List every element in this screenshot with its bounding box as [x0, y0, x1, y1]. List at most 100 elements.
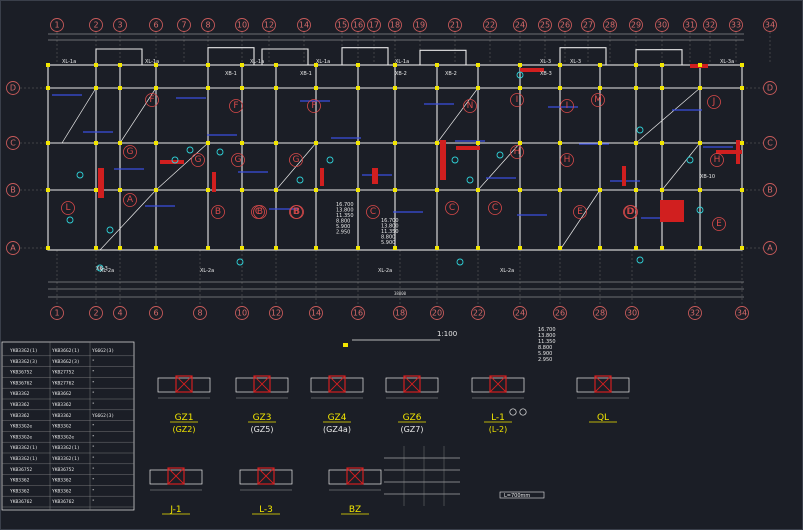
room-letter: L — [65, 203, 70, 213]
room-bubble — [145, 93, 159, 107]
wall-section — [310, 377, 364, 393]
axis-bubble — [703, 18, 717, 32]
column-marker — [118, 63, 122, 67]
detail-name: GZ4 — [328, 413, 347, 423]
slab-schedule-table: YKB33G2(1)YKB36G2(1)YG6G2(3)YKB33G2(3)YK… — [1, 341, 135, 511]
slab-markers — [66, 71, 704, 272]
column-marker — [206, 63, 210, 67]
table-cell: YKB33G2(1) — [10, 445, 38, 451]
column-marker — [154, 246, 158, 250]
axis-number: 30 — [627, 309, 637, 318]
table-cell: YKB36G2(3) — [52, 359, 80, 365]
wall-section — [576, 377, 630, 393]
column-marker — [314, 188, 318, 192]
beam-label: XB-10 — [700, 174, 715, 180]
column-core — [489, 375, 507, 393]
core-hatch — [167, 467, 185, 485]
table-cell: YG6G2(3) — [92, 413, 114, 419]
core-hatch — [346, 467, 364, 485]
column-marker — [435, 246, 439, 250]
axis-number: 24 — [515, 309, 525, 318]
column-core — [594, 375, 612, 393]
axis-bubble — [149, 306, 163, 320]
column-marker — [118, 141, 122, 145]
column-marker — [393, 86, 397, 90]
room-bubble — [253, 205, 267, 219]
slab-span-diagonal — [477, 142, 521, 191]
axis-number: 12 — [264, 21, 274, 30]
table-cell: YKB33G2e — [10, 434, 32, 440]
table-cell: " — [92, 370, 95, 376]
rebar-ring — [519, 408, 527, 416]
room-bubble — [229, 99, 243, 113]
column-marker — [476, 246, 480, 250]
axis-number: 20 — [432, 309, 442, 318]
slab-span-diagonal — [119, 87, 157, 144]
room-bubble — [211, 205, 225, 219]
elevation-value: 11.350 — [381, 229, 399, 235]
column-marker — [356, 188, 360, 192]
table-cell: YKB36752 — [10, 467, 32, 473]
red-wall-segment — [456, 146, 480, 150]
column-marker — [634, 246, 638, 250]
slab-marker-circle — [636, 256, 644, 264]
table-cell: " — [92, 434, 95, 440]
room-letter: N — [467, 101, 474, 111]
axis-bubble — [89, 306, 103, 320]
column-marker — [154, 188, 158, 192]
elevation-value: 13.800 — [381, 224, 399, 230]
column-marker — [598, 188, 602, 192]
column-marker — [393, 141, 397, 145]
room-letter: E — [577, 207, 583, 217]
beam-label: XL-1a — [395, 59, 409, 65]
room-letter: F — [233, 101, 238, 111]
table-cell: YKB3362 — [52, 402, 72, 408]
column-marker — [154, 63, 158, 67]
column-marker — [558, 86, 562, 90]
elevation-value: 8.800 — [538, 345, 552, 351]
room-bubble — [307, 99, 321, 113]
column-marker — [356, 246, 360, 250]
red-wall-segment — [320, 168, 324, 186]
table-cell: YKB36762 — [10, 499, 32, 505]
wall-section — [235, 377, 289, 393]
elevation-value: 2.950 — [336, 230, 350, 236]
axis-number: 6 — [153, 21, 158, 30]
axis-number: 15 — [337, 21, 347, 30]
beam-label: XB-1 — [300, 71, 312, 77]
slab-marker-circle — [106, 226, 114, 234]
column-marker — [740, 188, 744, 192]
column-marker — [558, 63, 562, 67]
rebar-ring — [509, 408, 517, 416]
axis-number: 26 — [560, 21, 570, 30]
table-cell: YKB36762 — [52, 499, 74, 505]
elevation-value: 8.800 — [381, 235, 395, 241]
axis-number: 18 — [390, 21, 400, 30]
detail-name: GZ1 — [175, 413, 194, 423]
lintel-note-box — [499, 491, 545, 499]
axis-bubble — [6, 136, 20, 150]
room-bubble — [710, 153, 724, 167]
axis-bubble — [309, 306, 323, 320]
column-marker — [660, 86, 664, 90]
axis-letter: D — [10, 84, 16, 93]
table-cell: YKB36752 — [52, 467, 74, 473]
column-marker — [356, 86, 360, 90]
column-marker — [206, 246, 210, 250]
room-letter: A — [127, 195, 134, 205]
slab-marker-circle — [451, 156, 459, 164]
axis-number: 1 — [54, 21, 59, 30]
column-marker — [46, 63, 50, 67]
detail-gz4: GZ4(GZ4a) — [310, 375, 364, 434]
column-marker — [698, 188, 702, 192]
bottom-dimension-lines — [48, 281, 744, 298]
axis-letter: B — [10, 186, 16, 195]
room-letter: H — [714, 155, 721, 165]
detail-l-1: L-1(L-2) — [471, 375, 525, 434]
detail-subname: (GZ2) — [172, 425, 195, 434]
beam-label: XL-1a — [250, 59, 264, 65]
axis-number: 22 — [485, 21, 495, 30]
column-marker — [154, 141, 158, 145]
slab-marker-circle — [516, 71, 524, 79]
detail-j-1: J-1 — [149, 467, 203, 515]
